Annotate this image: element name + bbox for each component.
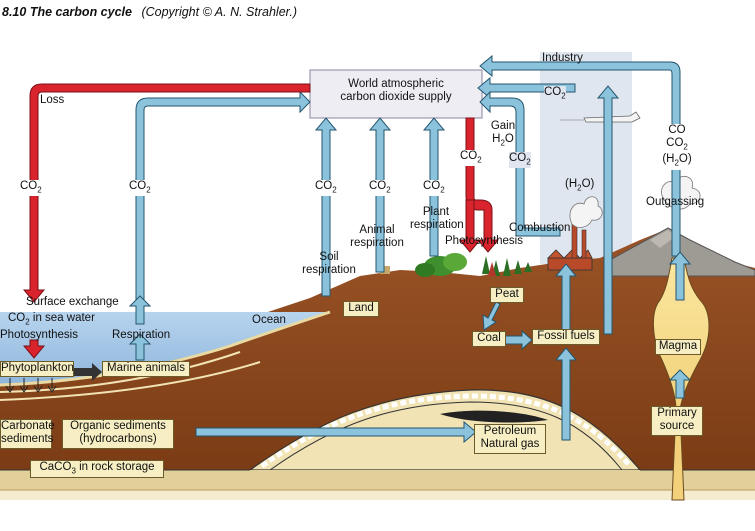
figure-credit: (Copyright © A. N. Strahler.) <box>141 5 297 19</box>
smoke-plume <box>569 175 701 228</box>
atmosphere-box <box>309 69 483 119</box>
primary-source-box: Primary source <box>651 406 703 436</box>
co2-label-industry: CO2 <box>544 86 566 103</box>
land-box: Land <box>343 301 379 317</box>
phytoplankton-box: Phytoplankton <box>0 361 74 377</box>
petroleum-natural-gas-box: Petroleum Natural gas <box>474 424 546 454</box>
combustion-label: Combustion <box>509 222 571 234</box>
fossil-fuels-box: Fossil fuels <box>532 329 600 345</box>
figure-title: 8.10 The carbon cycle (Copyright © A. N.… <box>2 5 297 19</box>
soil-respiration-label: Soil respiration <box>302 251 356 276</box>
marine-animals-box: Marine animals <box>102 361 190 377</box>
co2-label-gain: CO2 <box>509 152 531 169</box>
industry-label: Industry <box>542 52 583 64</box>
co2-label-photosynthesis: CO2 <box>460 150 482 167</box>
plant-respiration-label: Plant respiration <box>410 206 464 231</box>
organic-sediments-box: Organic sediments (hydrocarbons) <box>62 419 174 449</box>
animal-respiration-label: Animal respiration <box>350 224 404 249</box>
co2-label-loss: CO2 <box>20 180 42 197</box>
caco3-rock-storage-box: CaCO3 in rock storage <box>30 460 164 478</box>
coal-box: Coal <box>472 331 506 347</box>
atmosphere-label: World atmospheric carbon dioxide supply <box>340 78 452 103</box>
outgassing-gases-label: CO CO2 (H2O) <box>656 124 698 170</box>
co2-label-animal: CO2 <box>369 180 391 197</box>
combustion-h2o-label: (H2O) <box>565 178 595 193</box>
ocean-label: Ocean <box>252 314 286 326</box>
volcano-cone <box>609 227 755 277</box>
sea-floor <box>0 310 331 387</box>
figure-number: 8.10 <box>2 5 27 19</box>
petroleum-pocket <box>440 410 548 423</box>
co2-in-sea-water-label: CO2 in sea water <box>8 312 95 327</box>
blue-flow-arrows <box>72 54 692 444</box>
ocean-water <box>0 312 330 384</box>
loss-label: Loss <box>40 94 65 106</box>
co2-label-plant: CO2 <box>423 180 445 197</box>
vegetation <box>380 253 532 277</box>
magma-box: Magma <box>655 339 701 355</box>
sea-photosynthesis-label: Photosynthesis <box>0 329 78 341</box>
figure-title-text: The carbon cycle <box>29 5 132 19</box>
surface-exchange-label: Surface exchange <box>26 296 119 308</box>
sinking-arrows <box>5 378 57 393</box>
gain-h2o-label: Gain H2O <box>490 120 516 148</box>
photosynthesis-label: Photosynthesis <box>445 235 523 247</box>
co2-label-marine: CO2 <box>129 180 151 197</box>
co2-label-soil: CO2 <box>315 180 337 197</box>
carbonate-sediments-box: Carbonate sediments <box>0 419 55 449</box>
peat-box: Peat <box>490 287 524 303</box>
sea-respiration-label: Respiration <box>112 329 171 341</box>
factory <box>547 221 593 271</box>
outgassing-label: Outgassing <box>646 196 705 208</box>
